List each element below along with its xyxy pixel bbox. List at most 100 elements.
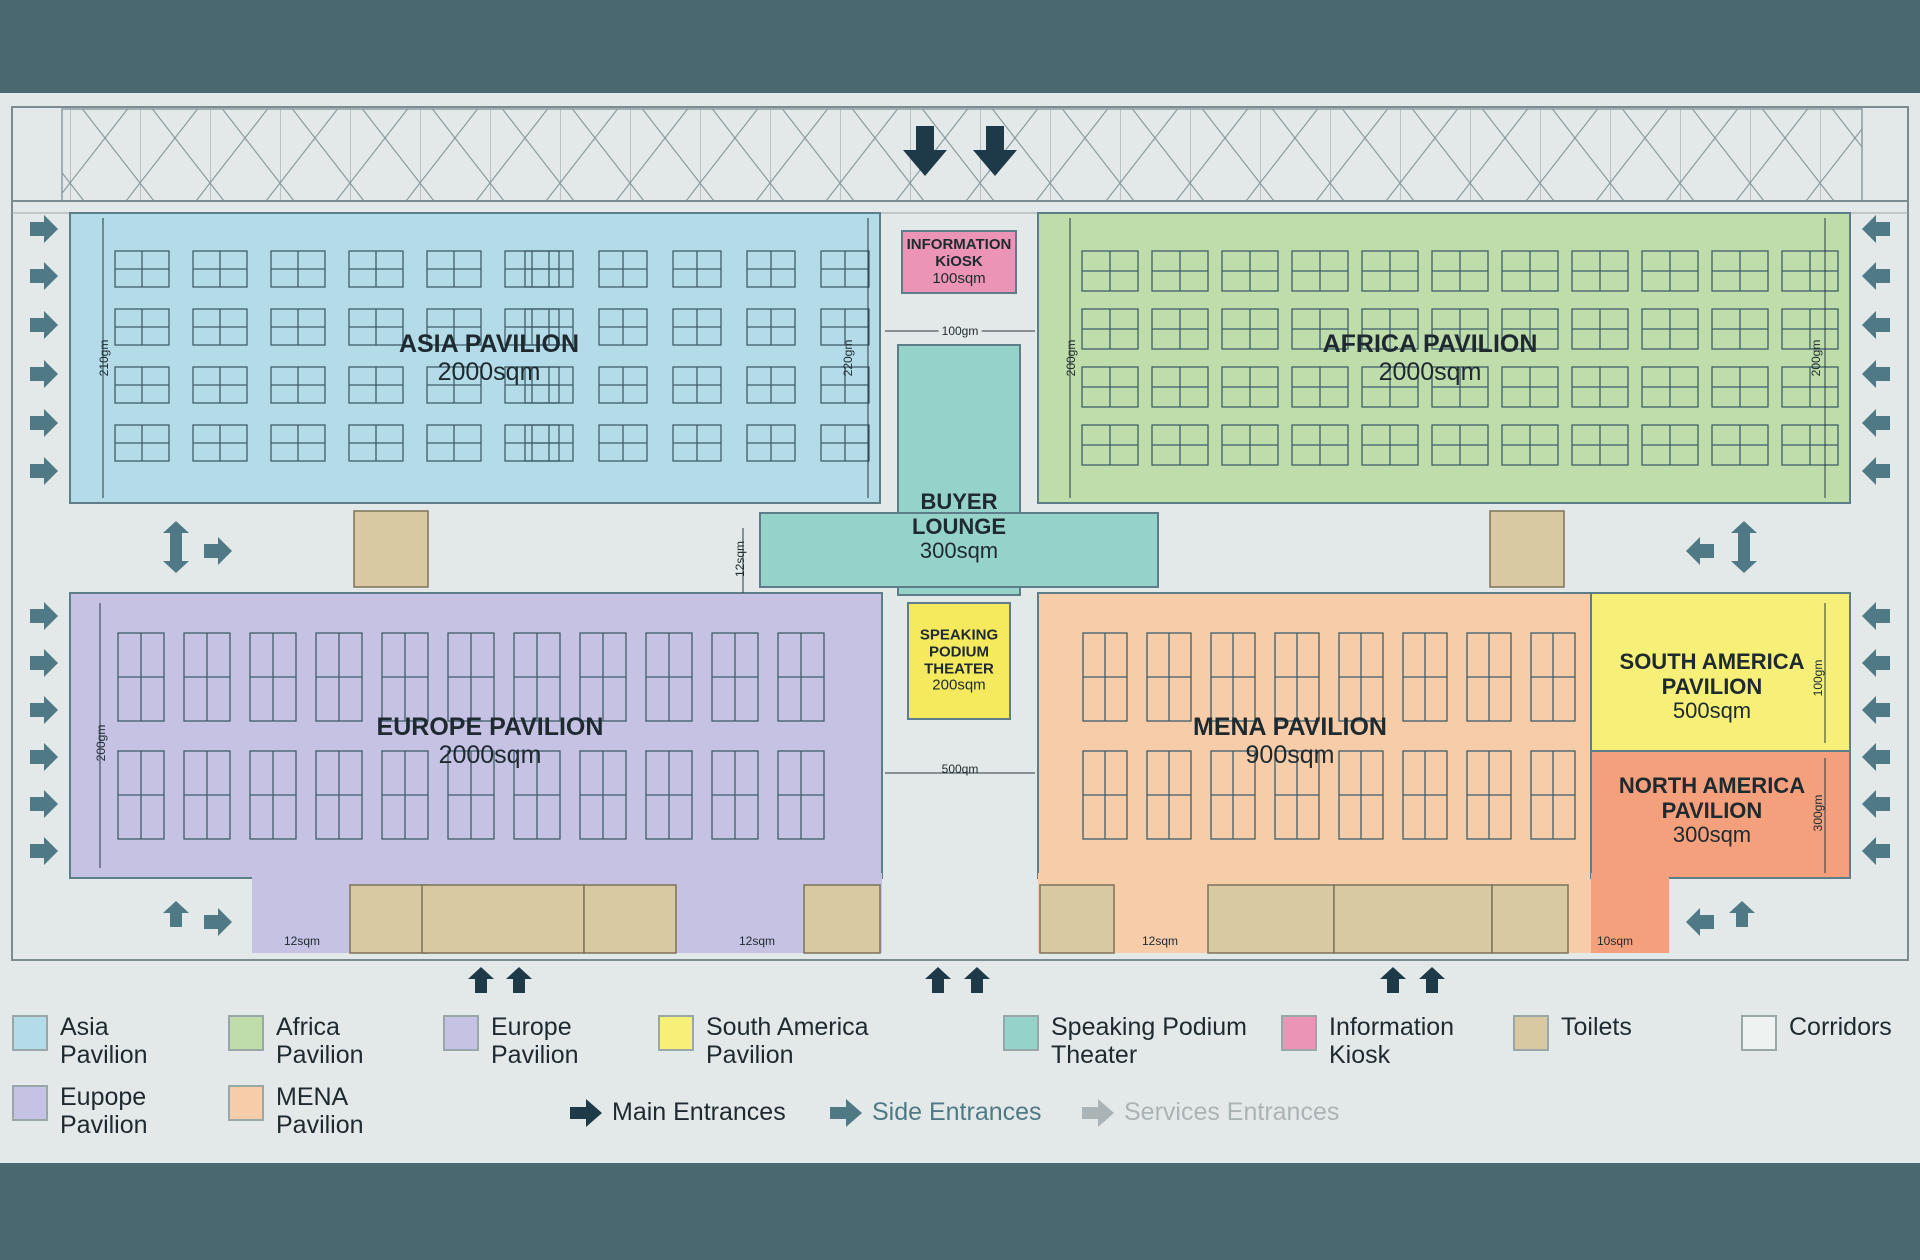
- main-entrance-arrow-icon: [506, 967, 532, 993]
- measure-bottom-1: 12sqm: [283, 934, 321, 948]
- main-entrance-arrow-icon: [973, 126, 1017, 176]
- side-entrance-arrow-icon: [30, 409, 58, 437]
- measure-africa-right: 200gm: [1809, 339, 1823, 377]
- building-outline: [11, 106, 1909, 961]
- side-entrance-arrow-icon: [1862, 262, 1890, 290]
- measure-bottom-4: 10sqm: [1596, 934, 1634, 948]
- toilet-block-7: [1039, 884, 1115, 954]
- side-entrance-arrow-icon: [1862, 457, 1890, 485]
- toilet-block-10: [1491, 884, 1569, 954]
- toilet-block-8: [1207, 884, 1335, 954]
- side-entrance-arrow-icon: [1862, 409, 1890, 437]
- side-entrance-arrow-icon: [1862, 696, 1890, 724]
- main-entrance-arrow-icon: [925, 967, 951, 993]
- speaking-theater-area: [907, 602, 1011, 720]
- measure-lounge-gap: 12sqm: [733, 540, 747, 578]
- north-america-area: [1590, 750, 1851, 879]
- legend-services-entrances: Services Entrances: [1082, 1098, 1339, 1127]
- measure-bottom-2: 12sqm: [738, 934, 776, 948]
- toilet-block-2: [1489, 510, 1565, 588]
- toilet-block-3: [349, 884, 429, 954]
- legend-speaking-swatch: [1003, 1015, 1039, 1051]
- legend-main-entrances: Main Entrances: [570, 1098, 786, 1127]
- measure-europe-height: 200gm: [94, 724, 108, 762]
- side-entrance-arrow-icon: [163, 901, 189, 927]
- side-entrance-arrow-icon: [1731, 521, 1757, 547]
- side-entrance-arrow-icon: [1686, 908, 1714, 936]
- side-entrance-arrow-icon: [204, 908, 232, 936]
- main-entrance-arrow-icon: [1380, 967, 1406, 993]
- toilet-block-9: [1333, 884, 1493, 954]
- legend-toilets: Toilets: [1513, 1013, 1632, 1051]
- roof-truss-band: [61, 108, 1863, 202]
- side-entrance-arrow-icon: [30, 215, 58, 243]
- side-entrance-arrow-icon: [30, 457, 58, 485]
- legend-toilets-swatch: [1513, 1015, 1549, 1051]
- side-entrance-arrow-icon: [1862, 649, 1890, 677]
- side-entrance-arrow-icon: [830, 1098, 862, 1127]
- measure-na-height: 300gm: [1811, 794, 1825, 832]
- toilet-block-6: [803, 884, 881, 954]
- north-america-lower: [1591, 873, 1669, 953]
- side-entrance-arrow-icon: [204, 537, 232, 565]
- floor-plan: [11, 106, 1909, 961]
- main-entrance-arrows: [903, 126, 1017, 176]
- legend-corridors-swatch: [1741, 1015, 1777, 1051]
- main-entrance-arrow-icon: [964, 967, 990, 993]
- africa-pavilion-area: [1037, 212, 1851, 504]
- legend-kiosk-swatch: [1281, 1015, 1317, 1051]
- legend-asia-swatch: [12, 1015, 48, 1051]
- side-entrance-arrow-icon: [1862, 743, 1890, 771]
- side-entrance-arrow-icon: [1862, 602, 1890, 630]
- legend-eupope-swatch: [12, 1085, 48, 1121]
- side-entrance-arrow-icon: [30, 602, 58, 630]
- side-entrance-arrow-icon: [1686, 537, 1714, 565]
- bottom-entrance-arrows: [468, 967, 1445, 993]
- information-kiosk-area: [901, 230, 1017, 294]
- side-entrance-arrow-icon: [1862, 837, 1890, 865]
- south-america-area: [1590, 592, 1851, 752]
- main-entrance-arrow-icon: [570, 1098, 602, 1127]
- buyer-lounge-wing: [759, 512, 1159, 588]
- side-entrance-arrow-icon: [30, 311, 58, 339]
- toilets: [349, 510, 1569, 954]
- side-entrance-arrow-icon: [30, 360, 58, 388]
- measure-sa-height: 100gm: [1811, 659, 1825, 697]
- legend-mena-swatch: [228, 1085, 264, 1121]
- measure-asia-right: 220gm: [841, 339, 855, 377]
- side-entrance-arrow-icon: [30, 790, 58, 818]
- booth-grid: [114, 250, 1839, 840]
- legend-side-entrances: Side Entrances: [830, 1098, 1042, 1127]
- legend-europe-swatch: [443, 1015, 479, 1051]
- side-entrance-arrow-icon: [30, 837, 58, 865]
- legend-africa-swatch: [228, 1015, 264, 1051]
- toilet-block-5: [583, 884, 677, 954]
- europe-pavilion-area: [69, 592, 883, 879]
- side-entrance-arrow-icon: [1862, 215, 1890, 243]
- measure-africa-left: 200gm: [1064, 339, 1078, 377]
- main-entrance-arrow-icon: [903, 126, 947, 176]
- mena-pavilion-area: [1037, 592, 1592, 879]
- side-entrance-arrow-icon: [30, 262, 58, 290]
- asia-pavilion-area: [69, 212, 881, 504]
- toilet-block-4: [421, 884, 585, 954]
- measure-kiosk-gap: 100gm: [938, 324, 982, 338]
- side-entrance-arrow-icon: [1862, 790, 1890, 818]
- legend-corridors: Corridors: [1741, 1013, 1892, 1051]
